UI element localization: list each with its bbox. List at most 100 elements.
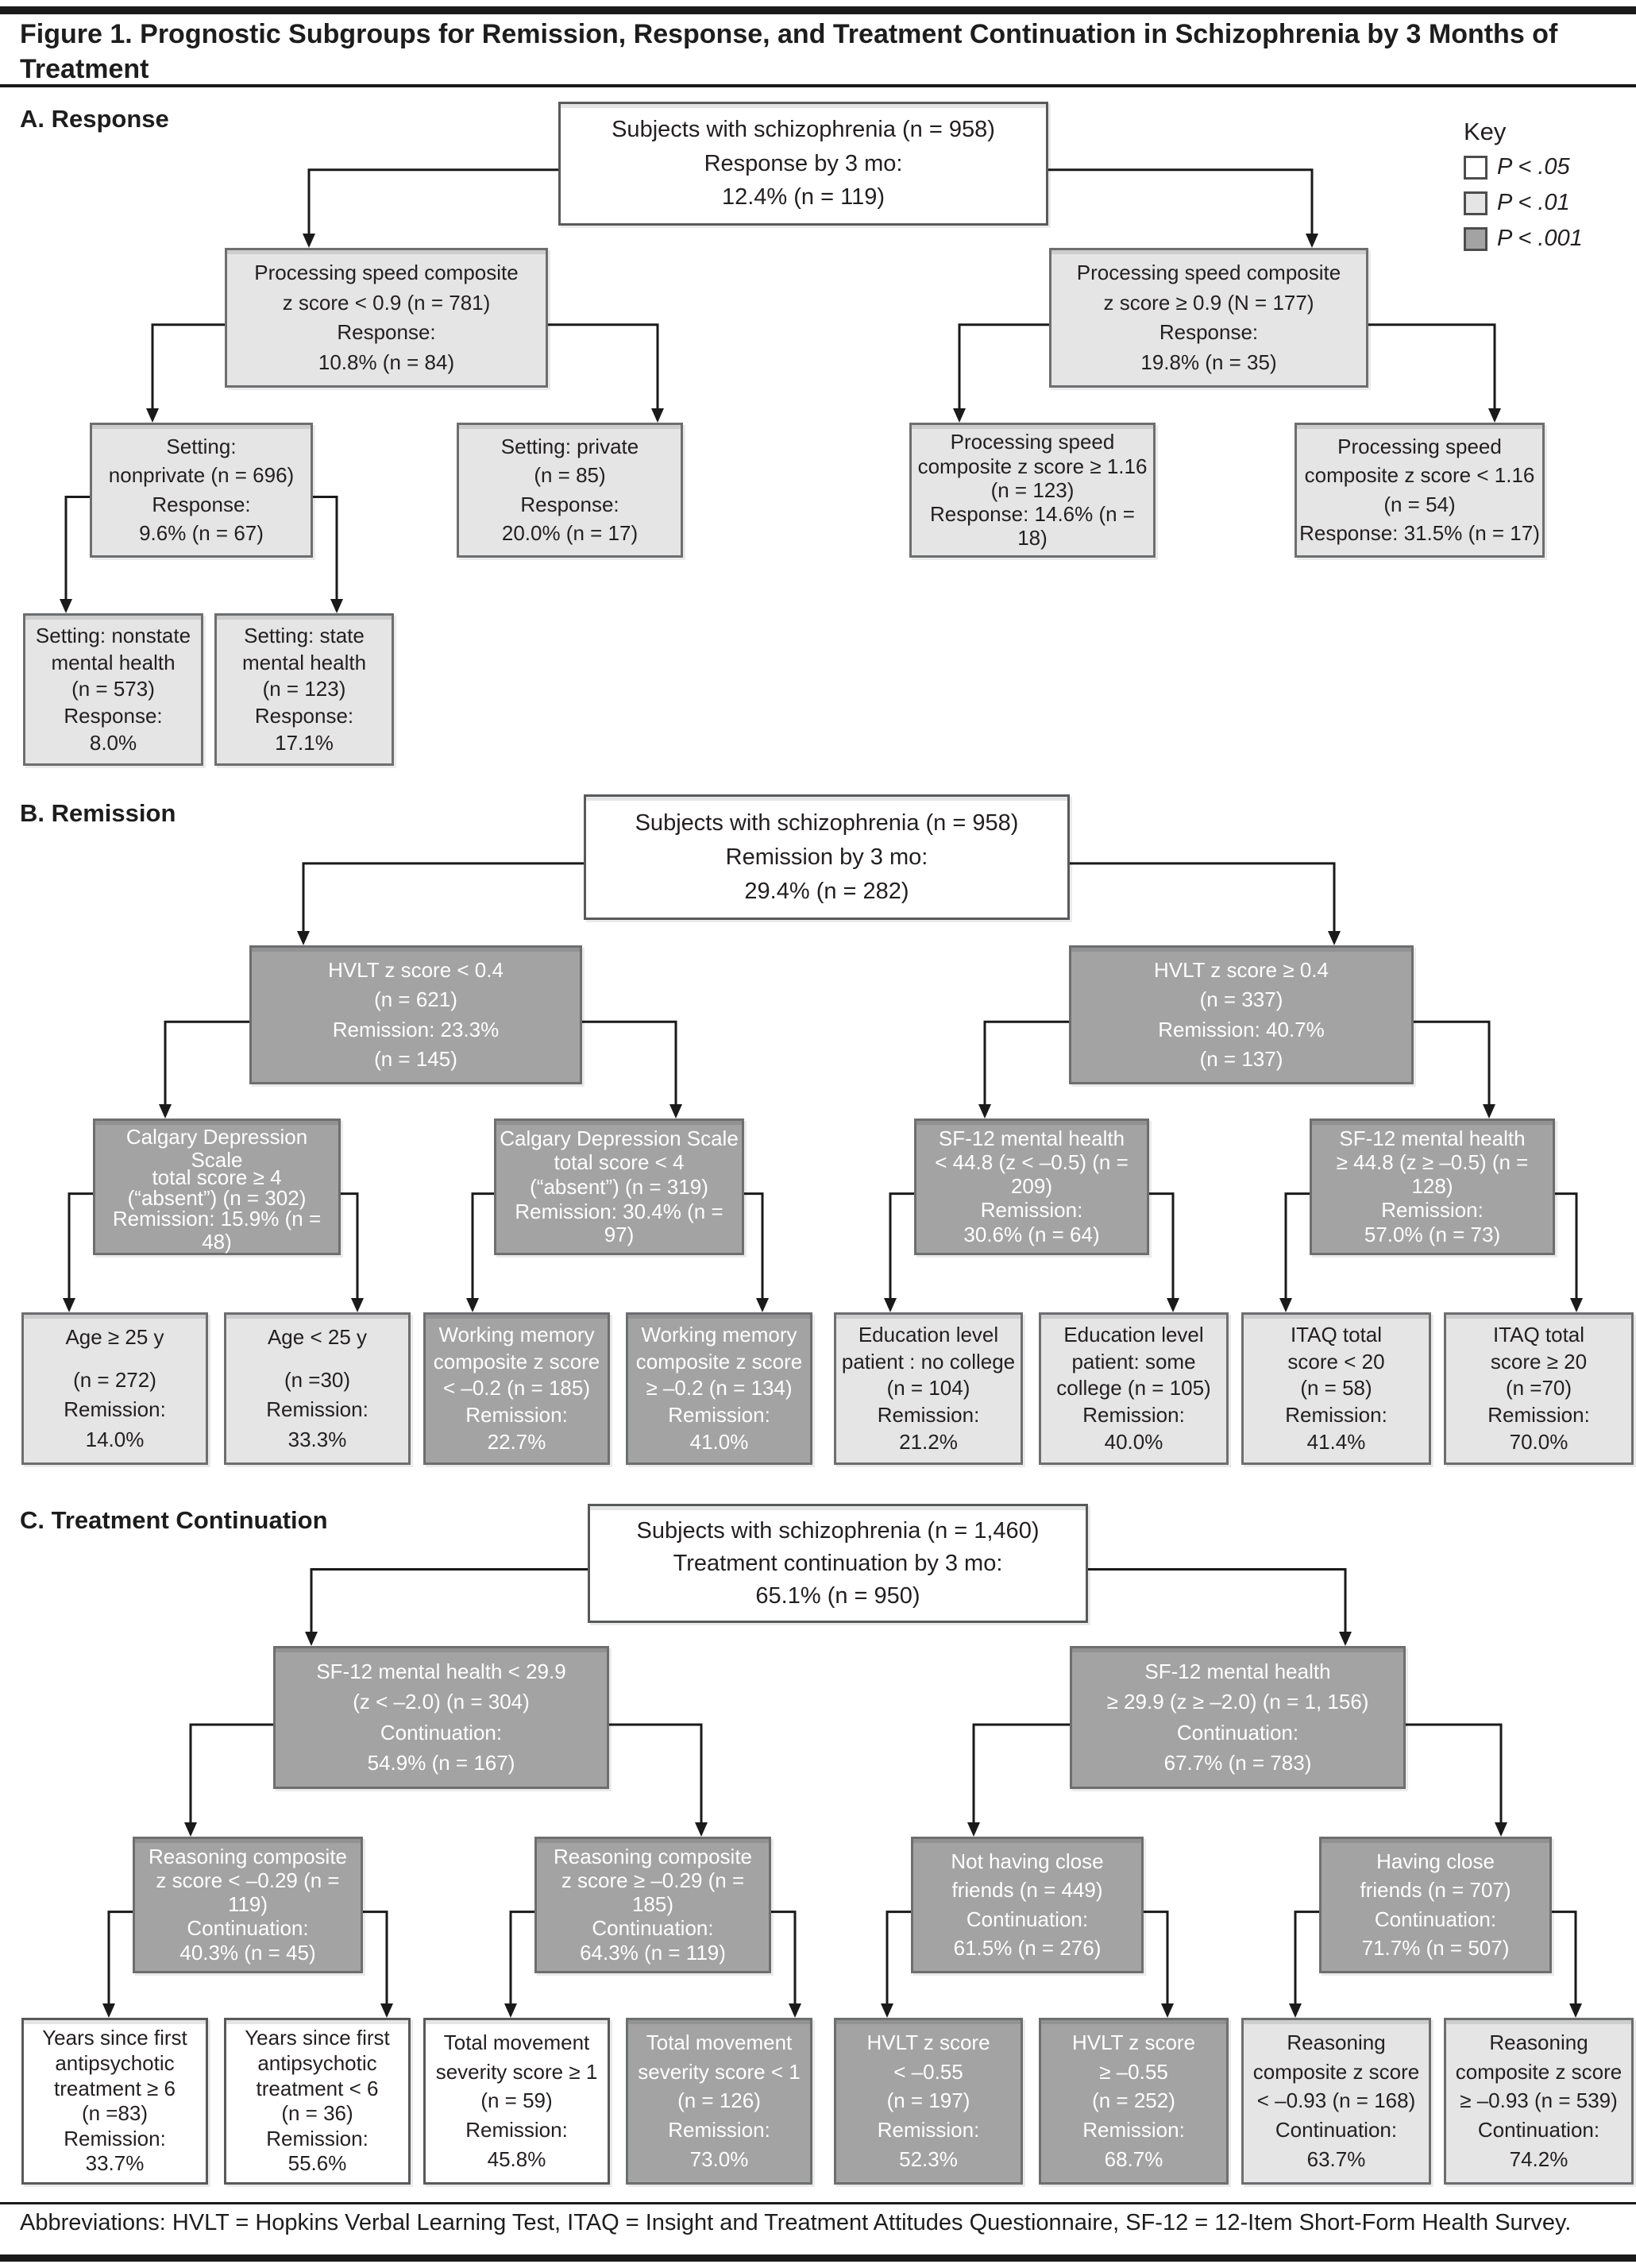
node-line: 57.0% (n = 73) — [1364, 1223, 1501, 1247]
connector-b-l3a-b-l4-2 — [341, 1192, 359, 1310]
arrowhead — [1167, 1298, 1179, 1312]
node-line: 19.8% (n = 35) — [1140, 350, 1277, 374]
arrowhead — [146, 408, 159, 423]
panel-label-response: A. Response — [20, 105, 169, 133]
key-swatch-p001 — [1464, 226, 1487, 251]
node-line: 73.0% — [689, 2147, 749, 2172]
arrowhead — [1483, 1104, 1495, 1119]
node-line: Processing speed composite — [1076, 261, 1341, 285]
connector-c-l3b-c-l4-3 — [509, 1911, 534, 2015]
tree-node-a-l3a: Setting:nonprivate (n = 696)Response:9.6… — [90, 423, 313, 558]
node-line: ≥ –0.93 (n = 539) — [1460, 2088, 1618, 2113]
arrowhead — [351, 1298, 364, 1312]
node-line: Remission: — [465, 2118, 568, 2142]
key-row: P < .001 — [1464, 226, 1634, 252]
node-line: 63.7% — [1306, 2147, 1366, 2172]
node-line: (n = 272) — [73, 1367, 156, 1392]
connector-a-l2b-a-l3c — [958, 323, 1049, 420]
arrowhead — [297, 931, 310, 945]
connector-c-l3c-c-l4-6 — [1144, 1911, 1169, 2015]
connector-c-l3c-c-l4-5 — [886, 1911, 911, 2015]
node-line: Reasoning — [1287, 2030, 1386, 2054]
title-rule — [0, 84, 1636, 87]
abbreviations-footnote: Abbreviations: HVLT = Hopkins Verbal Lea… — [20, 2210, 1572, 2235]
node-line: Setting: state — [244, 623, 365, 647]
node-line: 14.0% — [85, 1427, 145, 1451]
tree-node-b-l3c: SF-12 mental health< 44.8 (z < –0.5) (n … — [914, 1119, 1149, 1255]
node-line: (n = 36) — [281, 2101, 353, 2126]
node-line: ≥ –0.55 — [1099, 2059, 1168, 2084]
arrowhead — [305, 1632, 318, 1646]
node-line: (n = 85) — [534, 463, 606, 488]
node-line: Remission: — [980, 1198, 1083, 1223]
node-line: 67.7% (n = 783) — [1163, 1750, 1312, 1775]
connector-a-l3a-a-l4b — [313, 496, 338, 611]
node-line: Calgary Depression Scale — [500, 1126, 739, 1150]
arrowhead — [504, 2003, 517, 2018]
node-line: (n = 59) — [480, 2088, 553, 2113]
tree-node-c-l2a: SF-12 mental health < 29.9(z < –2.0) (n … — [273, 1646, 609, 1789]
connector-c-l2a-c-l3b — [609, 1723, 703, 1834]
node-line: Subjects with schizophrenia (n = 1,460) — [636, 1517, 1040, 1544]
node-line: 70.0% — [1509, 1430, 1568, 1455]
connector-b-l2a-b-l3b — [582, 1020, 677, 1116]
node-line: Working memory — [641, 1322, 797, 1347]
node-line: Response: — [1159, 320, 1259, 345]
arrowhead — [330, 599, 343, 613]
tree-node-b-l2b: HVLT z score ≥ 0.4(n = 337)Remission: 40… — [1069, 945, 1414, 1084]
connector-c-l3b-c-l4-4 — [771, 1911, 797, 2015]
arrowhead — [1279, 1298, 1292, 1312]
node-line: college (n = 105) — [1056, 1376, 1211, 1401]
node-line: SF-12 mental health — [938, 1126, 1125, 1150]
node-line: Subjects with schizophrenia (n = 958) — [612, 117, 995, 143]
arrowhead — [789, 2003, 801, 2018]
key-swatch-p01 — [1464, 191, 1487, 215]
node-line: (n = 197) — [886, 2088, 970, 2113]
node-line — [26, 1356, 203, 1362]
node-line: Age < 25 y — [267, 1325, 368, 1350]
arrowhead — [1289, 2003, 1302, 2018]
arrowhead — [1570, 1298, 1583, 1312]
node-line: 65.1% (n = 950) — [755, 1582, 920, 1609]
node-line: Setting: private — [500, 435, 639, 459]
arrowhead — [303, 234, 315, 248]
node-line: (“absent”) (n = 302) — [127, 1186, 307, 1210]
node-line: Continuation: — [592, 1916, 714, 1941]
connector-b-l2a-b-l3a — [164, 1020, 249, 1116]
node-line: 40.0% — [1104, 1430, 1163, 1455]
node-line: Remission by 3 mo: — [725, 844, 928, 870]
node-line: Having close — [1376, 1849, 1495, 1873]
connector-a-root-a-l2b — [1048, 168, 1314, 245]
node-line: 74.2% — [1509, 2147, 1568, 2172]
arrowhead — [881, 2003, 893, 2018]
node-line: mental health — [241, 650, 367, 674]
tree-node-c-root: Subjects with schizophrenia (n = 1,460)T… — [588, 1504, 1088, 1623]
node-line: (n = 252) — [1092, 2088, 1175, 2113]
arrowhead — [884, 1298, 897, 1312]
tree-node-b-l2a: HVLT z score < 0.4(n = 621)Remission: 23… — [249, 945, 582, 1084]
arrowhead — [102, 2003, 115, 2018]
tree-node-b-root: Subjects with schizophrenia (n = 958)Rem… — [584, 794, 1070, 920]
node-line: nonprivate (n = 696) — [108, 463, 295, 488]
footnote-rule — [0, 2202, 1636, 2204]
node-line: (n = 58) — [1300, 1376, 1372, 1401]
node-line: Reasoning — [1489, 2030, 1588, 2054]
connector-b-l3d-b-l4-7 — [1284, 1192, 1310, 1310]
connector-b-l2b-b-l3d — [1414, 1020, 1491, 1116]
node-line: Not having close — [951, 1849, 1104, 1873]
tree-node-b-l3d: SF-12 mental health≥ 44.8 (z ≥ –0.5) (n … — [1310, 1119, 1555, 1255]
node-line: 22.7% — [487, 1430, 546, 1455]
node-line: composite z score — [433, 1349, 600, 1374]
node-line: antipsychotic — [55, 2051, 175, 2076]
connector-c-l3a-c-l4-1 — [107, 1911, 133, 2015]
node-line: (n =30) — [284, 1367, 351, 1392]
